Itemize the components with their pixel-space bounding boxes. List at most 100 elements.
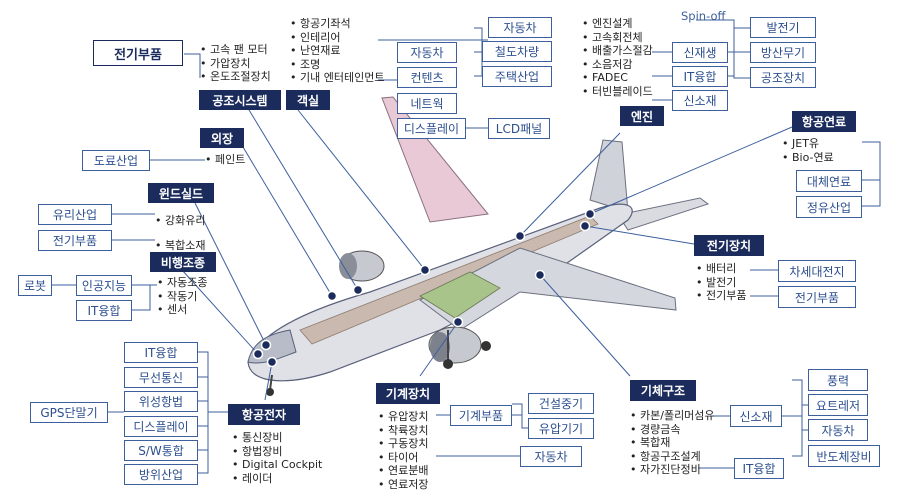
list-item: 엔진설계 (582, 17, 653, 31)
spinoff-label: Spin-off (681, 9, 726, 23)
airframe-list: 카본/폴리머섬유 경량금속 복합재 항공구조설계 자가진단정비 (630, 409, 715, 477)
list-item: 유압장치 (378, 410, 428, 424)
industry-box: 무선통신 (124, 367, 198, 388)
mechanical-list: 유압장치 착륙장치 구동장치 타이어 연료분배 연료저장 (378, 410, 428, 491)
industry-box: 자동차 (488, 17, 552, 38)
industry-box: LCD패널 (488, 118, 550, 139)
electric-parts-list: 고속 팬 모터 가압장치 온도조절장치 (200, 43, 271, 84)
industry-box: 풍력 (808, 369, 868, 391)
electric-device-list: 배터리 발전기 전기부품 (696, 262, 746, 303)
industry-box: 자동차 (808, 419, 868, 441)
industry-box: 정유산업 (796, 196, 862, 218)
exterior-list: 페인트 (205, 153, 245, 167)
fuel-header: 항공연료 (792, 111, 856, 132)
list-item: 항공구조설계 (630, 450, 715, 464)
list-item: 가압장치 (200, 57, 271, 71)
avionics-header: 항공전자 (228, 404, 300, 425)
list-item: 자동조종 (157, 276, 207, 290)
cabin-list: 항공기좌석 인테리어 난연재료 조명 기내 엔터테인먼트 (290, 17, 384, 85)
industry-box: 철도차량 (482, 41, 552, 62)
list-item: 소음저감 (582, 58, 653, 72)
list-item: 고속회전체 (582, 31, 653, 45)
industry-box: 로봇 (18, 275, 52, 296)
industry-box: 전기부품 (778, 286, 856, 308)
list-item: 카본/폴리머섬유 (630, 409, 715, 423)
industry-box: 디스플레이 (124, 416, 198, 437)
cabin-header: 객실 (286, 90, 330, 110)
list-item: 난연재료 (290, 44, 384, 58)
windshield-list: 강화유리 복합소재 (155, 208, 205, 258)
list-item: 작동기 (157, 290, 207, 304)
industry-box: 유압기기 (528, 418, 594, 439)
list-item: 연료저장 (378, 478, 428, 492)
industry-box: 발전기 (750, 17, 816, 38)
industry-box: 전기부품 (38, 230, 112, 251)
aircraft-illustration (247, 96, 710, 396)
air-conditioning-header: 공조시스템 (199, 90, 281, 110)
list-item: 배터리 (696, 262, 746, 276)
industry-box: GPS단말기 (30, 402, 108, 423)
list-item: Digital Cockpit (232, 458, 322, 472)
industry-box: 컨텐츠 (397, 67, 457, 88)
list-item: 타이어 (378, 451, 428, 465)
list-item: 자가진단정비 (630, 463, 715, 477)
industry-box: 반도체장비 (808, 445, 880, 467)
industry-box: 주택산업 (482, 66, 552, 87)
electric-device-header: 전기장치 (694, 235, 764, 256)
list-item: Bio-연료 (782, 151, 834, 165)
electric-parts-header: 전기부품 (93, 40, 183, 66)
list-item: 인테리어 (290, 31, 384, 45)
industry-box: 도료산업 (82, 150, 150, 171)
list-item: 항법장비 (232, 445, 322, 459)
industry-box: 건설중기 (528, 393, 594, 414)
list-item: 복합소재 (155, 233, 205, 258)
list-item: 구동장치 (378, 437, 428, 451)
list-item: 착륙장치 (378, 424, 428, 438)
airframe-header: 기체구조 (630, 380, 696, 401)
industry-box: 대체연료 (796, 170, 862, 192)
exterior-header: 외장 (200, 128, 244, 148)
flight-control-list: 자동조종 작동기 센서 (157, 276, 207, 317)
windshield-header: 윈드실드 (148, 183, 214, 203)
list-item: 레이더 (232, 472, 322, 486)
industry-box: 유리산업 (38, 204, 112, 225)
list-item: 배출가스절감 (582, 44, 653, 58)
fuel-list: JET유 Bio-연료 (782, 137, 834, 164)
list-item: FADEC (582, 71, 653, 85)
industry-box: S/W통합 (124, 440, 198, 461)
engine-header: 엔진 (620, 106, 664, 126)
industry-box: 기계부품 (450, 405, 512, 426)
list-item: 기내 엔터테인먼트 (290, 71, 384, 85)
list-item: 고속 팬 모터 (200, 43, 271, 57)
list-item: 경량금속 (630, 423, 715, 437)
list-item: 페인트 (205, 153, 245, 167)
industry-box: 요트레저 (808, 394, 868, 416)
industry-box: 인공지능 (76, 275, 132, 296)
list-item: 강화유리 (155, 208, 205, 233)
industry-box: 디스플레이 (397, 118, 466, 139)
industry-box: 네트웍 (397, 93, 457, 114)
mechanical-header: 기계장치 (376, 383, 440, 404)
industry-box: 방산무기 (750, 42, 816, 63)
industry-box: 자동차 (520, 446, 582, 467)
engine-list: 엔진설계 고속회전체 배출가스절감 소음저감 FADEC 터빈블레이드 (582, 17, 653, 98)
list-item: 온도조절장치 (200, 70, 271, 84)
industry-box: 방위산업 (124, 464, 198, 485)
industry-box: 차세대전지 (778, 260, 856, 282)
list-item: 통신장비 (232, 431, 322, 445)
industry-box: IT융합 (672, 66, 728, 87)
industry-box: 위성항법 (124, 391, 198, 412)
industry-box: 신재생 (672, 42, 728, 63)
industry-box: 신소재 (672, 90, 728, 111)
industry-box: 공조장치 (750, 67, 816, 88)
avionics-list: 통신장비 항법장비 Digital Cockpit 레이더 (232, 431, 322, 485)
industry-box: IT융합 (734, 458, 784, 479)
list-item: 전기부품 (696, 289, 746, 303)
industry-box: 자동차 (397, 42, 457, 63)
list-item: 조명 (290, 58, 384, 72)
list-item: 연료분배 (378, 464, 428, 478)
industry-box: 신소재 (730, 405, 782, 427)
list-item: JET유 (782, 137, 834, 151)
industry-box: IT융합 (124, 342, 198, 363)
list-item: 터빈블레이드 (582, 85, 653, 99)
